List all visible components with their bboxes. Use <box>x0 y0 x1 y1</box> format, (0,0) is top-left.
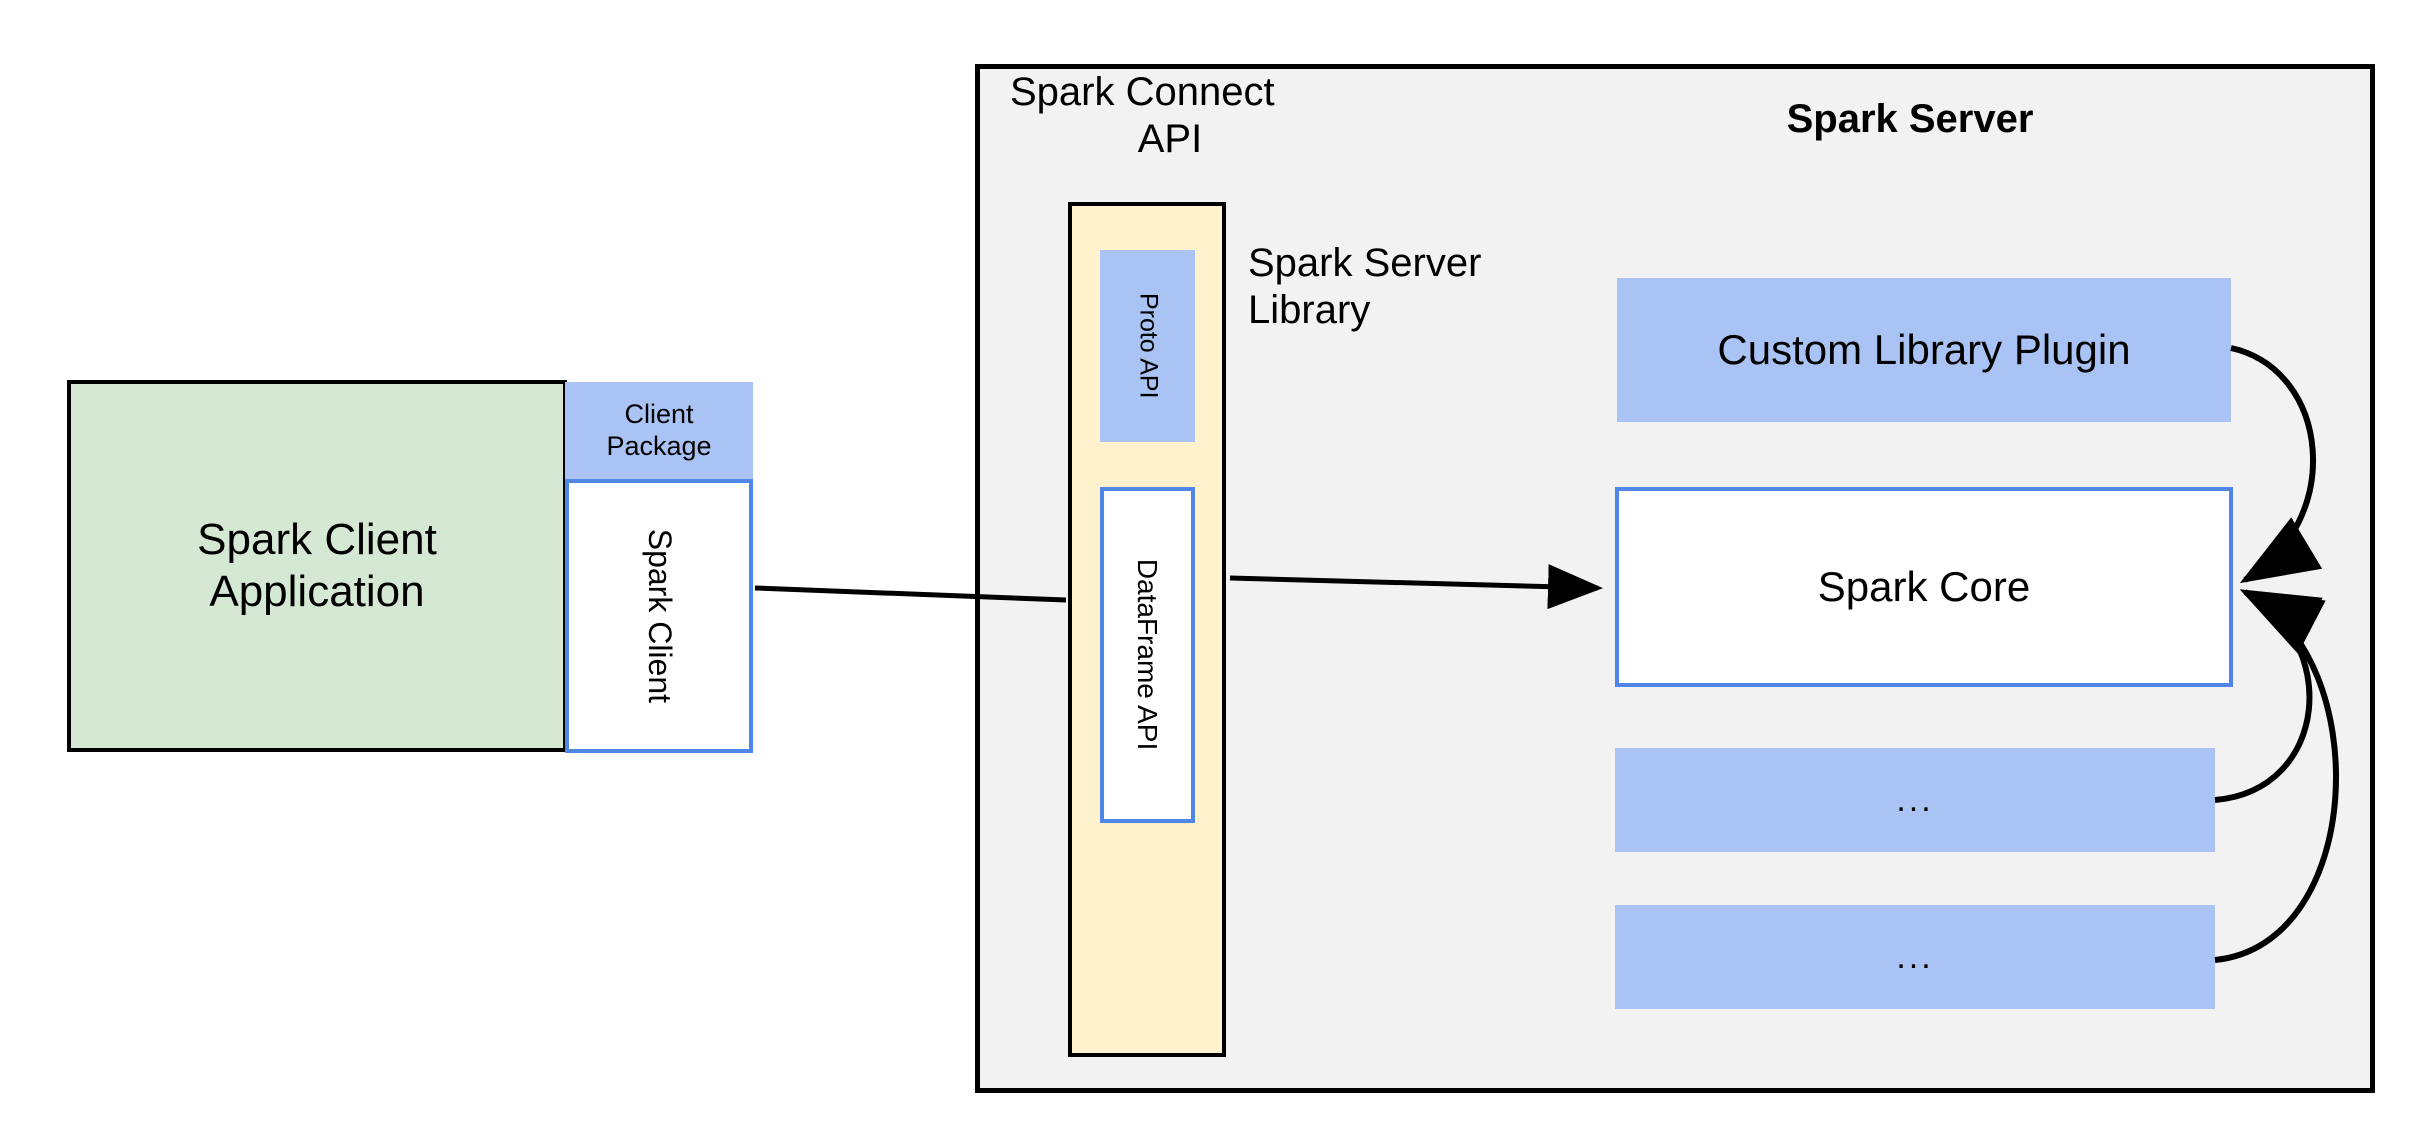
spark-server-library-label: Spark Server Library <box>1248 240 1548 350</box>
spark-core-block[interactable]: Spark Core <box>1615 487 2233 687</box>
client-package-block[interactable]: Client Package <box>565 382 753 479</box>
client-package-label-line2: Package <box>606 430 712 461</box>
spark-connect-api-label-line2: API <box>1137 117 1203 161</box>
spark-connect-api-label: Spark Connect API <box>1010 66 1330 166</box>
server-block-ellipsis-2[interactable]: ... <box>1615 905 2215 1009</box>
spark-server-library-label-line1: Spark Server <box>1248 241 1482 285</box>
proto-api-block[interactable]: Proto API <box>1100 250 1195 442</box>
spark-server-title: Spark Server <box>1786 97 2034 142</box>
spark-client-label: Spark Client <box>641 528 678 704</box>
spark-server-library-label-line2: Library <box>1248 288 1371 333</box>
custom-library-plugin-block[interactable]: Custom Library Plugin <box>1617 278 2231 422</box>
client-package-label-line1: Client <box>624 398 694 429</box>
proto-api-label: Proto API <box>1134 293 1163 399</box>
server-block-ellipsis-1[interactable]: ... <box>1615 748 2215 852</box>
spark-client-application-label-line2: Application <box>209 567 425 616</box>
spark-connect-api-label-line1: Spark Connect <box>1010 69 1275 114</box>
dataframe-api-label: DataFrame API <box>1132 559 1164 751</box>
spark-client-application-label-line1: Spark Client <box>197 515 437 565</box>
spark-client-block[interactable]: Spark Client <box>565 479 753 753</box>
spark-client-application-block[interactable]: Spark Client Application <box>67 380 567 752</box>
dataframe-api-block[interactable]: DataFrame API <box>1100 487 1195 823</box>
